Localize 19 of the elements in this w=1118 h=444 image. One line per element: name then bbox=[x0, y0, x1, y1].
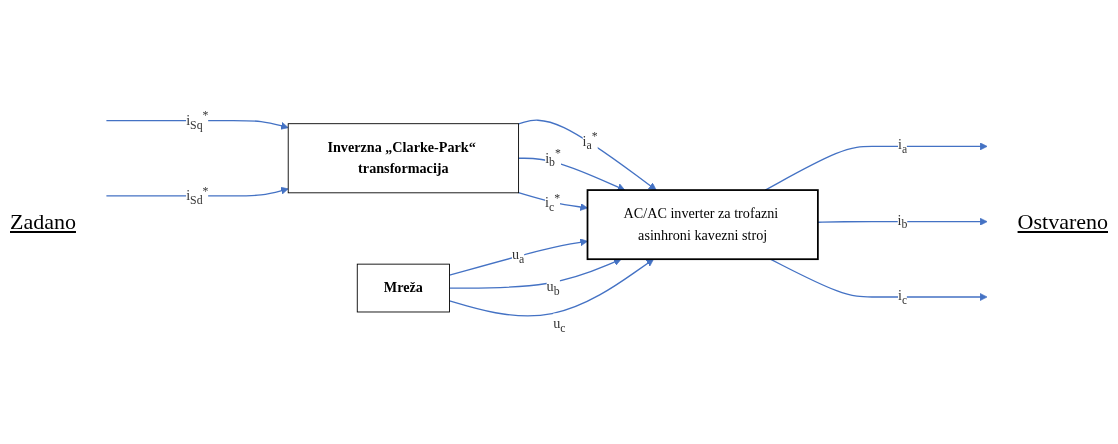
arrow bbox=[448, 238, 588, 276]
edge-label: u$_{b}$ bbox=[546, 278, 560, 298]
arrow bbox=[769, 258, 988, 301]
arrow bbox=[448, 258, 622, 289]
node-box: Mreža bbox=[356, 263, 450, 313]
arrow bbox=[448, 258, 654, 317]
arrow bbox=[517, 119, 657, 191]
edge-label: u$_{c}$ bbox=[553, 315, 566, 335]
side-caption: Ostvareno bbox=[1016, 209, 1109, 235]
edge-label: i$_{c}$ bbox=[897, 287, 908, 307]
arrow bbox=[105, 119, 289, 130]
edge-label: u$_{a}$ bbox=[511, 246, 525, 266]
node-box: Inverzna „Clarke-Park“ transformacija bbox=[287, 122, 519, 193]
edge-label: i$_{b}$ bbox=[897, 212, 908, 231]
arrow bbox=[105, 186, 289, 197]
side-caption: Zadano bbox=[9, 209, 77, 235]
edge-label: i$_{a}$ bbox=[897, 136, 908, 156]
node-box: AC/AC inverter za trofazni asinhroni kavezni stroj bbox=[586, 188, 819, 260]
arrow bbox=[817, 217, 988, 226]
